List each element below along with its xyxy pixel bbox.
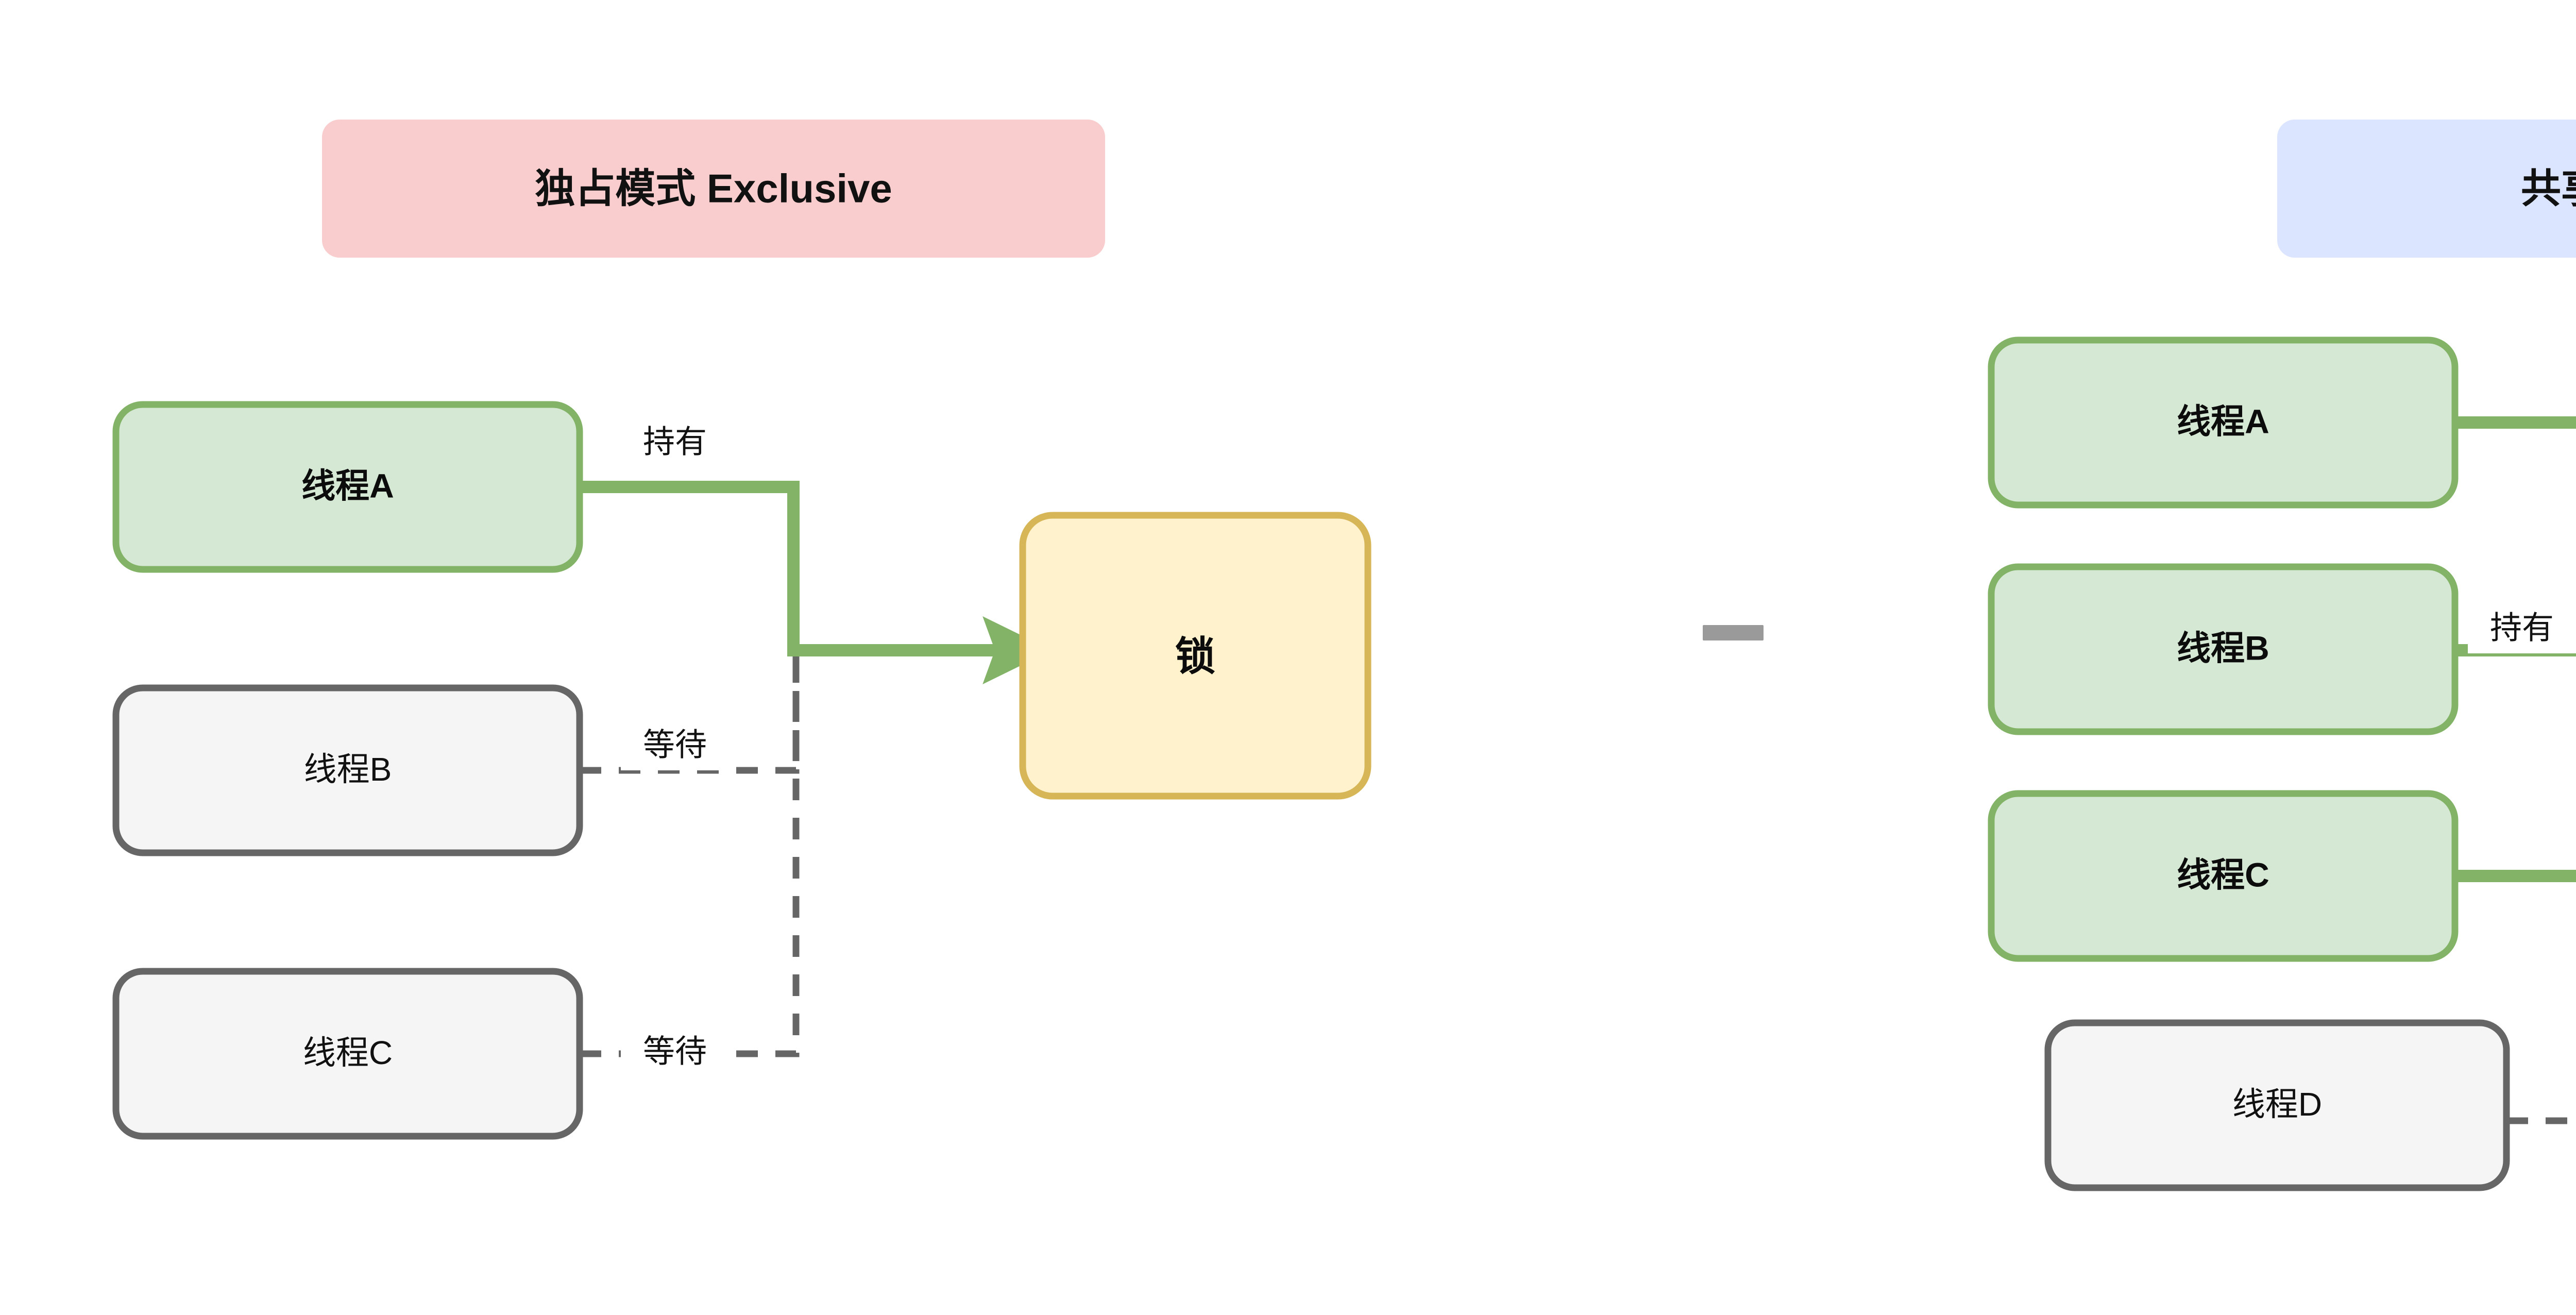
left-edge-label-hold-a: 持有 bbox=[621, 420, 729, 467]
right-edge-label-hold-b-bg bbox=[2468, 606, 2576, 653]
right-thread-d-box[interactable] bbox=[2044, 1019, 2510, 1191]
lock-node[interactable]: 锁 bbox=[1019, 512, 1371, 800]
right-edge-label-hold-b: 持有 bbox=[2468, 606, 2576, 653]
right-thread-c-label: 线程C bbox=[2177, 855, 2269, 893]
left-edge-label-wait-b: 等待 bbox=[621, 723, 729, 770]
right-thread-d-label: 线程D bbox=[2232, 1086, 2322, 1123]
left-edge-hold-a bbox=[580, 481, 1052, 684]
right-thread-b-label: 线程B bbox=[2177, 629, 2269, 667]
right-thread-a[interactable]: 线程A bbox=[1988, 336, 2459, 509]
lock-box[interactable] bbox=[1019, 512, 1371, 800]
right-thread-c[interactable]: 线程C bbox=[1988, 790, 2459, 962]
left-edge-label-wait-c-text: 等待 bbox=[643, 1034, 707, 1069]
header-exclusive: 独占模式 Exclusive bbox=[322, 120, 1105, 258]
left-edge-label-wait-c: 等待 bbox=[621, 1030, 729, 1077]
header-exclusive-label: 独占模式 Exclusive bbox=[535, 166, 892, 211]
left-edge-wait-b bbox=[580, 650, 800, 774]
right-edge-hold-a bbox=[2455, 416, 2576, 429]
right-edge-hold-c bbox=[2455, 870, 2576, 882]
panel-separator bbox=[1703, 625, 1764, 640]
left-edge-label-hold-a-bg bbox=[621, 420, 729, 467]
header-exclusive-pill bbox=[322, 120, 1105, 258]
right-thread-b[interactable]: 线程B bbox=[1988, 563, 2459, 735]
lock-label: 锁 bbox=[1175, 634, 1215, 679]
right-thread-a-label: 线程A bbox=[2177, 402, 2269, 440]
left-edge-label-wait-b-bg bbox=[621, 723, 729, 770]
left-thread-c-label: 线程C bbox=[303, 1034, 393, 1071]
left-edge-label-wait-b-text: 等待 bbox=[643, 727, 707, 763]
left-thread-b[interactable]: 线程B bbox=[112, 684, 583, 856]
left-thread-b-label: 线程B bbox=[304, 751, 392, 788]
left-thread-a-label: 线程A bbox=[301, 466, 394, 504]
right-edge-label-hold-b-text: 持有 bbox=[2490, 610, 2554, 646]
left-edge-label-hold-a-text: 持有 bbox=[643, 424, 707, 460]
left-thread-c[interactable]: 线程C bbox=[112, 968, 583, 1140]
left-edge-label-wait-c-bg bbox=[621, 1030, 729, 1077]
header-shared-pill bbox=[2277, 120, 2576, 258]
header-shared: 共享模式 Shared bbox=[2277, 120, 2576, 258]
header-shared-label: 共享模式 Shared bbox=[2521, 166, 2576, 211]
left-thread-a[interactable]: 线程A bbox=[112, 401, 583, 573]
left-edge-wait-c bbox=[580, 650, 800, 1057]
right-thread-d[interactable]: 线程D bbox=[2044, 1019, 2510, 1191]
right-edge-wait-d bbox=[2506, 1117, 2576, 1124]
